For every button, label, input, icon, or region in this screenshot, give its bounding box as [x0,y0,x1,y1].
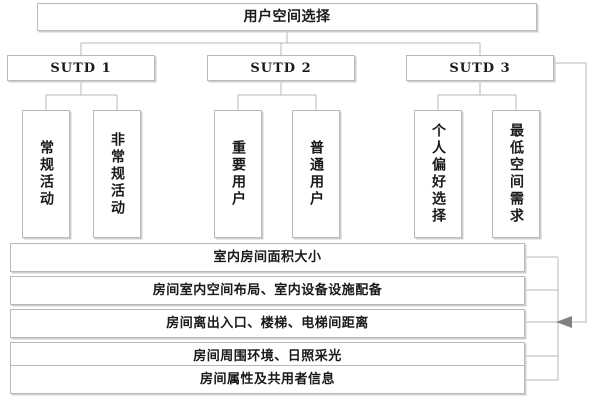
criteria-node-label: 室内房间面积大小 [213,250,322,265]
root-node[interactable]: 用户空间选择 [37,3,537,31]
leaf-node-important-user[interactable]: 重要用户 [214,110,262,238]
group-node-label: SUTD 2 [250,60,312,76]
leaf-node-personal-preference[interactable]: 个人偏好选择 [414,110,462,238]
group-node-sutd-2[interactable]: SUTD 2 [207,55,355,81]
leaf-node-label: 重要用户 [230,140,246,208]
criteria-node-label: 房间室内空间布局、室内设备设施配备 [152,283,383,298]
criteria-node-label: 房间属性及共用者信息 [199,372,335,387]
group-node-sutd-1[interactable]: SUTD 1 [7,55,155,81]
arrow-head-icon [556,316,572,328]
leaf-node-label: 常规活动 [38,140,54,208]
leaf-node-label: 非常规活动 [109,131,125,217]
leaf-node-minimum-space-demand[interactable]: 最低空间需求 [492,110,540,238]
group-node-label: SUTD 1 [50,60,112,76]
root-node-label: 用户空间选择 [243,9,331,25]
leaf-node-label: 最低空间需求 [508,123,524,225]
criteria-node-layout-equipment[interactable]: 房间室内空间布局、室内设备设施配备 [10,276,525,305]
leaf-node-label: 普通用户 [308,140,324,208]
leaf-node-label: 个人偏好选择 [430,123,446,225]
leaf-node-non-routine-activity[interactable]: 非常规活动 [93,110,141,238]
group-node-sutd-3[interactable]: SUTD 3 [406,55,554,81]
criteria-node-attributes-sharers[interactable]: 房间属性及共用者信息 [10,365,525,394]
criteria-node-room-area[interactable]: 室内房间面积大小 [10,243,525,272]
criteria-node-label: 房间离出入口、楼梯、电梯间距离 [166,316,369,331]
leaf-node-routine-activity[interactable]: 常规活动 [22,110,70,238]
connector-sutd3-feedback [554,62,587,323]
group-node-label: SUTD 3 [449,60,511,76]
criteria-node-distance-access[interactable]: 房间离出入口、楼梯、电梯间距离 [10,309,525,338]
leaf-node-ordinary-user[interactable]: 普通用户 [292,110,340,238]
criteria-node-label: 房间周围环境、日照采光 [193,349,342,364]
